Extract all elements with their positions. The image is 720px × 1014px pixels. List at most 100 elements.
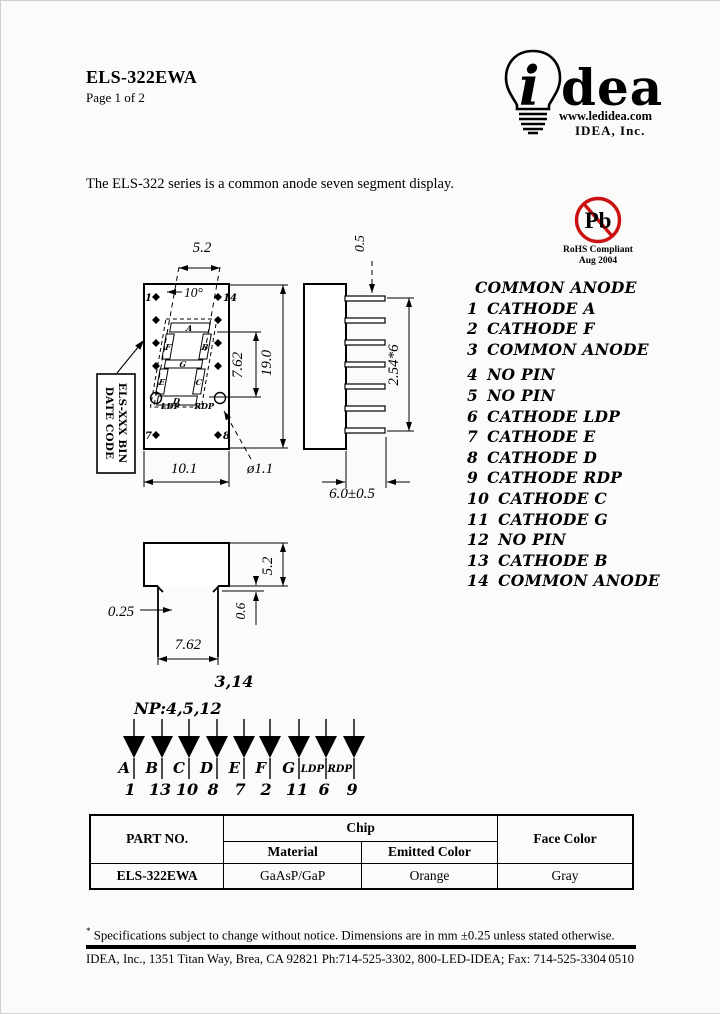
dim-base <box>157 649 219 665</box>
col-material: Material <box>223 840 362 864</box>
no-pin-label: NP:4,5,12 <box>133 699 222 718</box>
ldp-label: LDP <box>160 401 181 411</box>
dim-5-2-body <box>230 542 288 587</box>
dim-dp-label: ø1.1 <box>246 461 273 477</box>
segment-label: RDP <box>326 764 352 775</box>
footer-divider <box>86 945 636 949</box>
segment-label: B <box>144 759 158 777</box>
cell-part-no: ELS-322EWA <box>89 862 225 890</box>
date-code-label: DATE CODE <box>103 387 115 460</box>
front-pin-14: 14 <box>223 293 237 304</box>
col-part-no: PART NO. <box>89 814 225 864</box>
segment-e-label: E <box>157 377 167 387</box>
col-chip: Chip <box>223 814 499 842</box>
rohs-label: RoHS Compliant <box>563 245 634 255</box>
col-emitted-color: Emitted Color <box>360 840 499 864</box>
idea-logo: i dea www.ledidea.com IDEA, Inc. <box>504 49 663 138</box>
dim-19-0-label: 19.0 <box>259 349 275 376</box>
dim-0-5-label: 0.5 <box>352 235 367 252</box>
pin-number: 8 <box>206 780 218 799</box>
segment-c-label: C <box>195 377 204 387</box>
segment-label: G <box>282 759 295 777</box>
side-pins <box>344 295 386 434</box>
page-title: ELS-322EWA <box>86 67 198 87</box>
segment-f-label: F <box>163 342 173 352</box>
segment-label: C <box>173 759 185 777</box>
cell-material: GaAsP/GaP <box>223 862 362 890</box>
led-symbol: RDP 9 <box>326 719 365 799</box>
bin-label: ELS-XXX BIN <box>116 383 128 464</box>
dim-pitch-label: 2.54*6 <box>386 344 402 386</box>
pin-number: 10 <box>176 780 198 799</box>
seven-segment-digit: A F B G E C D <box>149 318 218 408</box>
logo-website: www.ledidea.com <box>559 109 653 123</box>
led-symbol: G 11 <box>282 719 310 799</box>
cell-face-color: Gray <box>497 862 634 890</box>
angle-dim: 10° <box>184 285 204 300</box>
dim-19-0 <box>230 284 288 449</box>
segment-label: A <box>116 759 130 777</box>
dim-5-2-top-label: 5.2 <box>193 240 212 256</box>
dim-pitch <box>387 297 414 432</box>
spec-table: PART NO. Chip Face Color Material Emitte… <box>89 814 634 890</box>
table-row: ELS-322EWA GaAsP/GaP Orange Gray <box>89 862 634 890</box>
side-view-drawing: 0.5 2.54*6 6.0±0.5 <box>303 235 414 502</box>
segment-a-label: A <box>184 323 193 333</box>
common-anode-pins-label: 3,14 <box>215 672 254 691</box>
led-symbol: E 7 <box>228 719 255 799</box>
dim-base-label: 7.62 <box>175 637 202 653</box>
rohs-date: Aug 2004 <box>579 256 618 266</box>
pin-number: 11 <box>286 780 308 799</box>
date-code-label-box: ELS-XXX BIN DATE CODE <box>96 339 145 474</box>
segment-b-label: B <box>200 342 210 352</box>
footer-address-row: IDEA, Inc., 1351 Titan Way, Brea, CA 928… <box>86 952 634 967</box>
footer-address: IDEA, Inc., 1351 Titan Way, Brea, CA 928… <box>86 952 607 966</box>
footer-note: * Specifications subject to change witho… <box>86 926 615 943</box>
pin-list-header: COMMON ANODE <box>475 278 637 297</box>
led-symbol: C 10 <box>173 719 200 799</box>
led-symbol: A 1 <box>116 719 145 799</box>
dim-wall-label: 0.25 <box>108 604 135 620</box>
front-view-drawing: 1 14 7 8 A F B G E C <box>143 240 288 487</box>
bulb-icon <box>504 49 562 135</box>
doc-code: 0510 <box>608 952 634 966</box>
pin-number: 2 <box>259 780 271 799</box>
description-text: The ELS-322 series is a common anode sev… <box>86 176 454 192</box>
segment-label: LDP <box>300 764 325 775</box>
pb-symbol: Pb <box>585 208 612 233</box>
schematic: 3,14 NP:4,5,12 A 1 B 13 C 10 <box>116 672 365 799</box>
dim-10-1 <box>143 451 230 487</box>
segment-label: F <box>254 759 267 777</box>
dim-5-2-body-label: 5.2 <box>260 556 276 575</box>
front-pin-1: 1 <box>145 293 152 304</box>
front-pin-8: 8 <box>223 431 230 442</box>
logo-company: IDEA, Inc. <box>575 123 645 138</box>
dim-pin-length <box>322 437 410 488</box>
dim-10-1-label: 10.1 <box>171 461 197 477</box>
pin-number: 7 <box>234 780 245 799</box>
page-number: Page 1 of 2 <box>86 90 145 105</box>
dim-7-62-digit-label: 7.62 <box>230 351 246 378</box>
rdp-label: RDP <box>193 401 215 411</box>
pin-number: 13 <box>149 780 171 799</box>
cell-emitted-color: Orange <box>360 862 499 890</box>
led-symbol: F 2 <box>254 719 281 799</box>
pin-number: 9 <box>346 780 357 799</box>
front-pin-7: 7 <box>145 431 152 442</box>
segment-label: D <box>199 759 213 777</box>
dim-step-label: 0.6 <box>233 602 248 619</box>
logo-wordmark: dea <box>561 58 663 117</box>
